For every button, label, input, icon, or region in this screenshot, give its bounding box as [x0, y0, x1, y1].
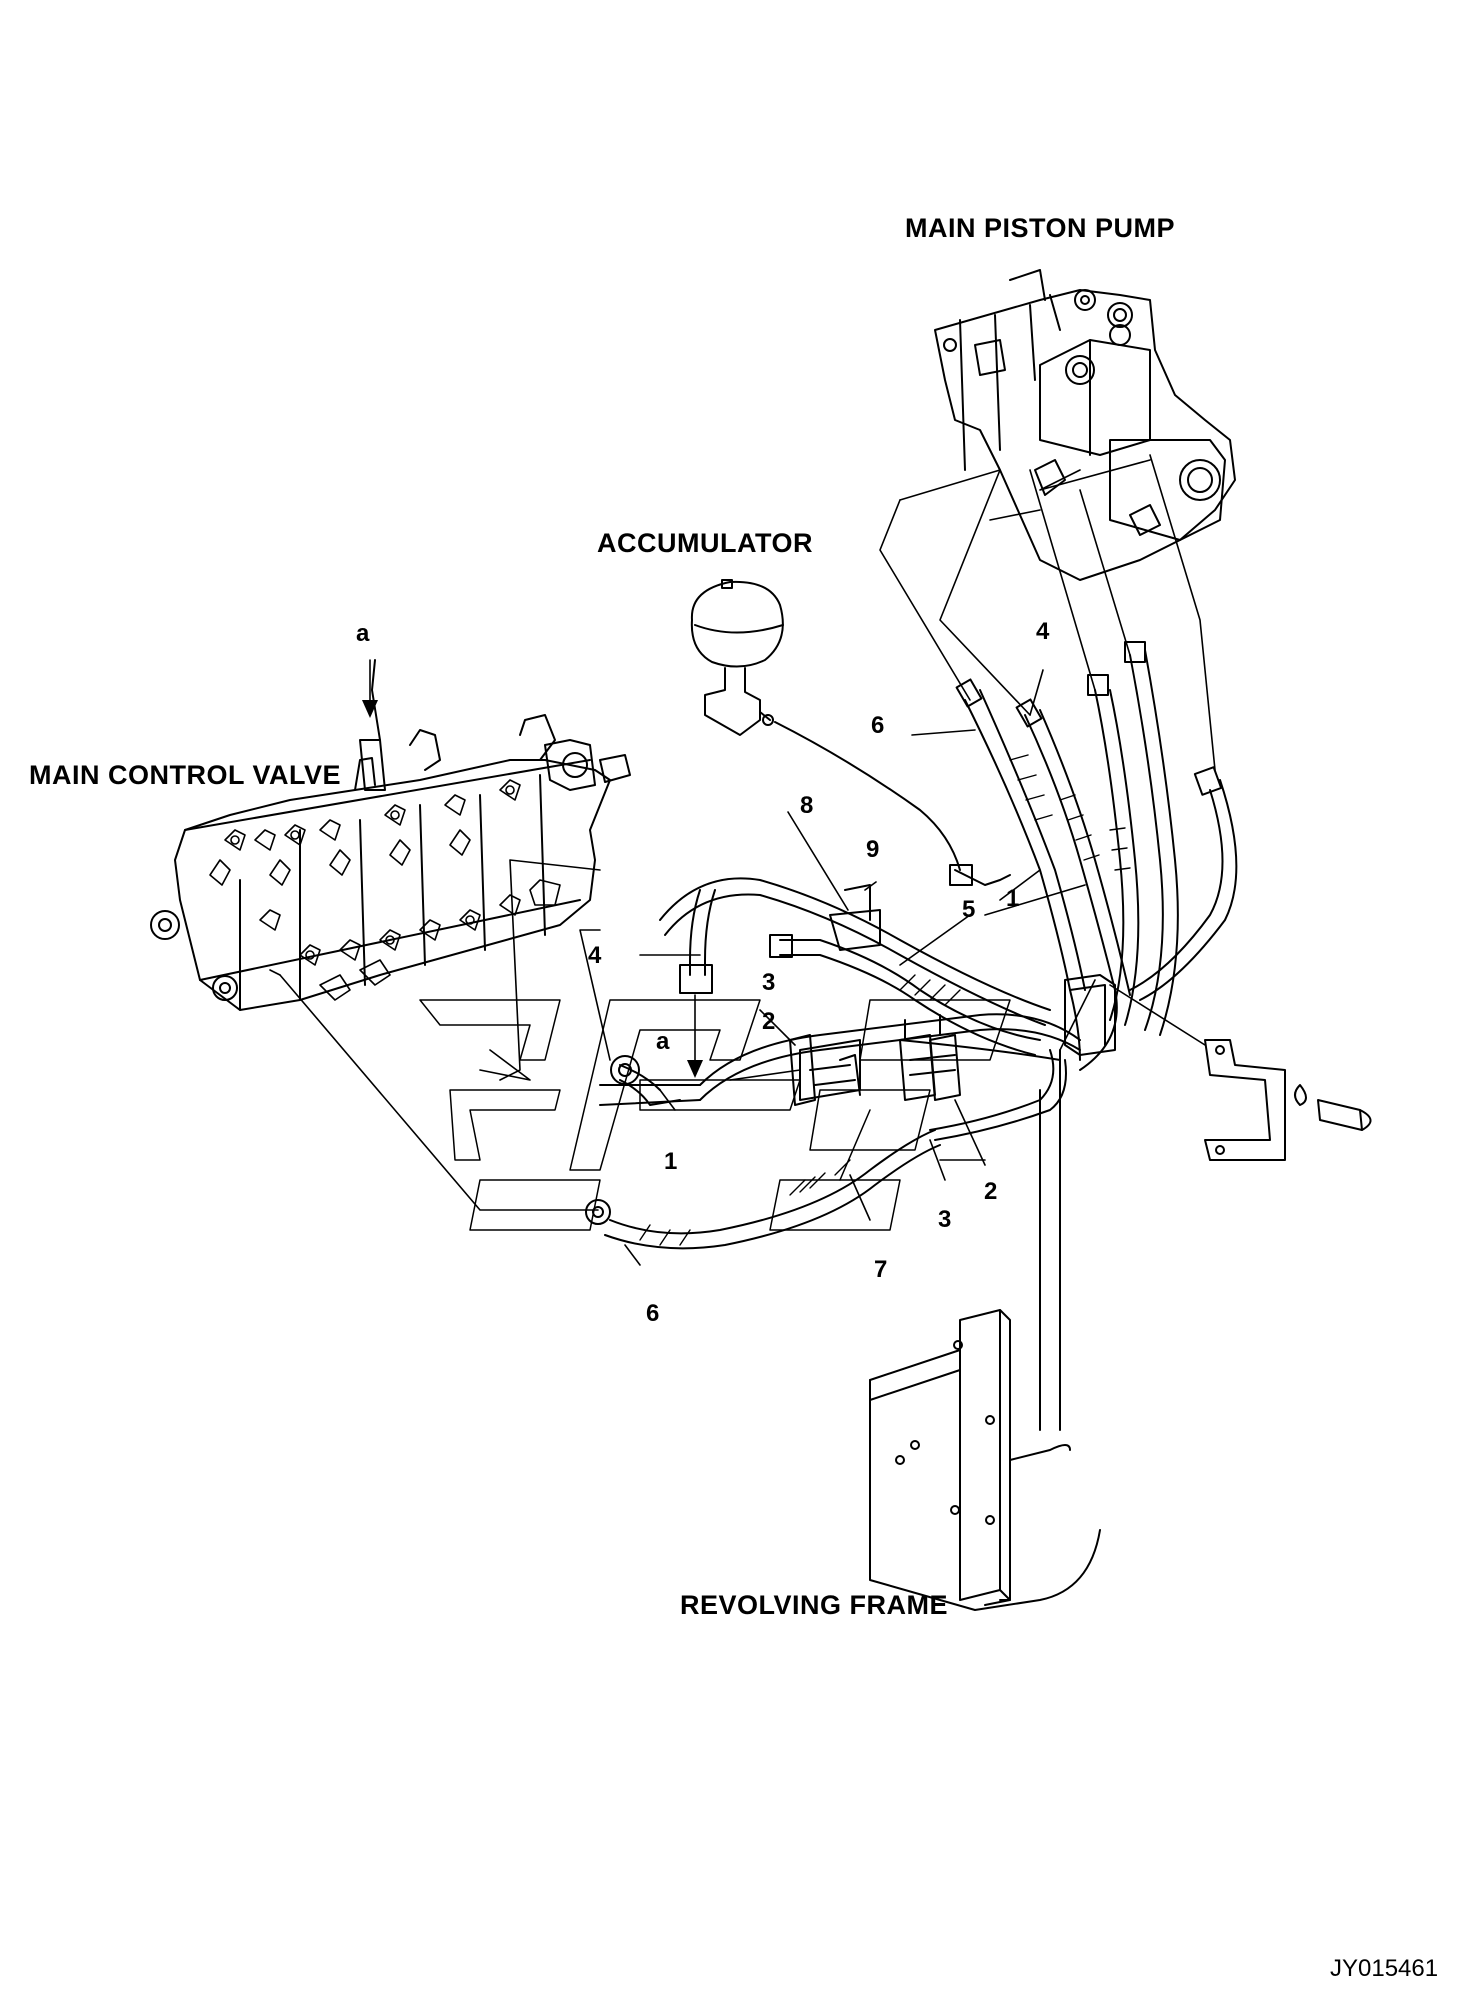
view-marker-a-center: a	[656, 1028, 670, 1055]
bracket-and-bolt	[1204, 1039, 1372, 1161]
drawing-id: JY015461	[1330, 1955, 1439, 1982]
revolving-frame	[869, 1049, 1101, 1611]
callout-1-lower: 1	[664, 1148, 678, 1175]
callout-9: 9	[866, 836, 880, 863]
view-arrowheads	[362, 700, 703, 1078]
watermark-logo	[419, 999, 1011, 1231]
callout-6-upper: 6	[871, 712, 885, 739]
callout-1-upper: 1	[1006, 885, 1020, 912]
callout-3-upper: 3	[762, 969, 776, 996]
callout-2-right: 2	[984, 1178, 998, 1205]
callout-4-upper: 4	[1036, 618, 1050, 645]
callout-7: 7	[874, 1256, 888, 1283]
main-piston-pump-label: MAIN PISTON PUMP	[905, 213, 1176, 243]
callout-5: 5	[962, 896, 976, 923]
callout-3-lower: 3	[938, 1206, 952, 1233]
main-control-valve	[150, 659, 631, 1011]
callout-2-left: 2	[762, 1008, 776, 1035]
accumulator	[690, 579, 784, 736]
clamps	[789, 884, 1116, 1106]
main-piston-pump	[934, 269, 1236, 581]
view-marker-a-top: a	[356, 620, 370, 647]
callout-6-lower: 6	[646, 1300, 660, 1327]
callout-8: 8	[800, 792, 814, 819]
accumulator-label: ACCUMULATOR	[597, 528, 813, 558]
revolving-frame-label: REVOLVING FRAME	[680, 1590, 949, 1620]
callout-4-left: 4	[588, 942, 602, 969]
hoses	[585, 641, 1238, 1250]
leader-lines	[269, 454, 1216, 1266]
main-control-valve-label: MAIN CONTROL VALVE	[29, 760, 341, 790]
